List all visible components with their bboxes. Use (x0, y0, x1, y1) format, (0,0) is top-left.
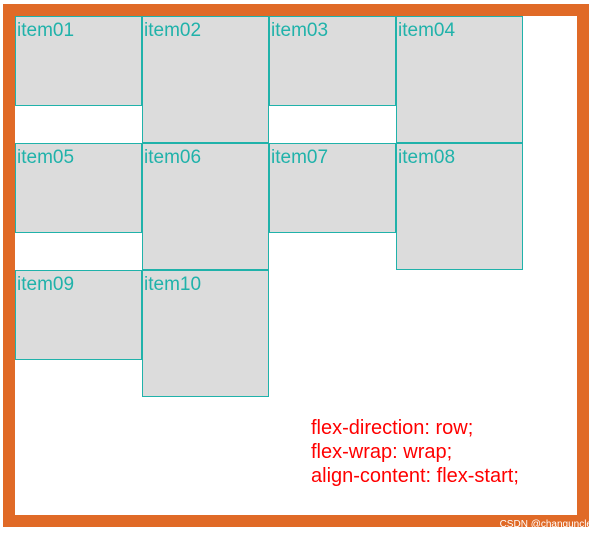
flex-container: item01 item02 item03 item04 item05 item0… (15, 16, 577, 515)
flex-item: item07 (269, 143, 396, 233)
flex-item: item02 (142, 16, 269, 143)
css-note-line: flex-direction: row; (311, 417, 474, 439)
css-note-line: flex-wrap: wrap; (311, 441, 453, 463)
flex-item: item08 (396, 143, 523, 270)
flex-container-frame: item01 item02 item03 item04 item05 item0… (3, 4, 589, 527)
flex-item: item06 (142, 143, 269, 270)
flex-item: item05 (15, 143, 142, 233)
flex-item: item10 (142, 270, 269, 397)
watermark: CSDN @changuncle (499, 519, 592, 530)
flex-item: item03 (269, 16, 396, 106)
flex-item: item09 (15, 270, 142, 360)
flex-item: item04 (396, 16, 523, 143)
css-note: flex-direction: row; flex-wrap: wrap; al… (311, 416, 519, 488)
css-note-line: align-content: flex-start; (311, 465, 519, 487)
flex-item: item01 (15, 16, 142, 106)
